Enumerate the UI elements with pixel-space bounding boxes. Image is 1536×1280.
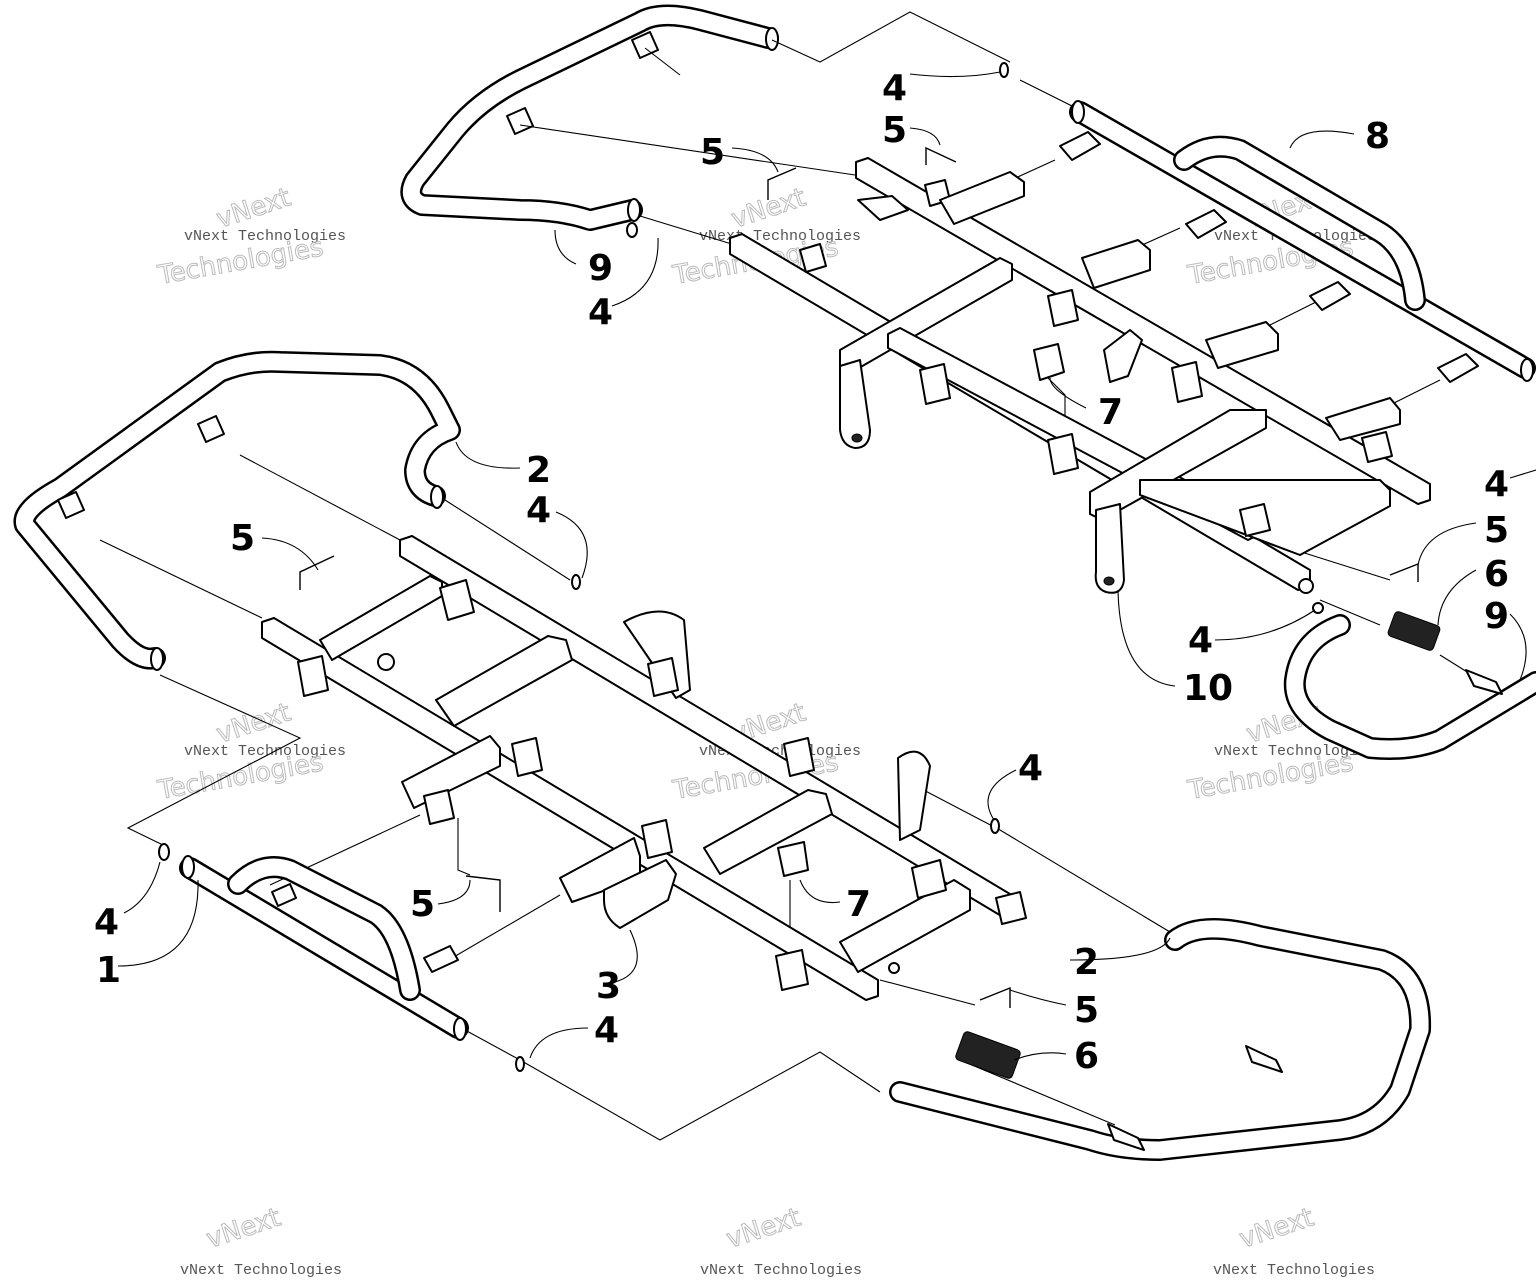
part-number-label: 5: [700, 132, 725, 173]
part-number-label: 5: [882, 110, 907, 151]
part-number-label: 5: [1484, 510, 1509, 551]
footrest-bar-lower: [889, 917, 1432, 1161]
leader-lines-lower: [117, 441, 1171, 1061]
lower-frame: [261, 535, 1027, 1001]
watermark-brand: vNext: [1236, 1203, 1318, 1255]
watermark-tile: vNext vNext Technologies Technologies: [1185, 697, 1377, 806]
watermark-brand: vNext: [203, 1203, 285, 1255]
part-number-label: 8: [1365, 116, 1390, 157]
watermark-company: vNext Technologies: [184, 228, 346, 245]
part-number-label: 1: [96, 950, 121, 991]
part-number-label: 4: [594, 1010, 619, 1051]
watermark-tile: vNext vNext Technologies Technologies: [155, 182, 347, 291]
part-number-label: 7: [1098, 392, 1123, 433]
watermark-brand: vNext: [723, 1203, 805, 1255]
part-number-label: 9: [588, 248, 613, 289]
small-parts-lower: [158, 555, 1011, 1072]
rear-bumper-upper: [1059, 100, 1536, 383]
part-labels-lower: 2 4 5 4 7 4 1 5 3 2 4 5 6: [94, 450, 1099, 1077]
lower-rack-assembly: 2 4 5 4 7 4 1 5 3 2 4 5 6: [13, 350, 1432, 1161]
upper-frame: [729, 157, 1431, 594]
part-number-label: 4: [94, 902, 119, 943]
front-bumper-upper: [400, 4, 779, 231]
part-number-label: 4: [588, 292, 613, 333]
part-number-label: 2: [526, 450, 551, 491]
front-bumper-lower: [13, 350, 461, 671]
explode-lines-upper: [519, 11, 1481, 681]
part-number-label: 9: [1484, 596, 1509, 637]
part-number-label: 4: [526, 490, 551, 531]
part-number-label: 3: [596, 966, 621, 1007]
watermark-brand: vNext: [213, 698, 295, 750]
part-labels-upper: 4 5 5 8 9 4 7 4 5 6 9 4 10: [588, 68, 1509, 709]
part-number-label: 4: [1018, 748, 1043, 789]
part-number-label: 5: [1074, 990, 1099, 1031]
watermark-company: vNext Technologies: [184, 743, 346, 760]
part-number-label: 4: [1188, 620, 1213, 661]
leader-lines-upper: [554, 71, 1536, 687]
part-number-label: 10: [1183, 668, 1233, 709]
watermark-company: vNext Technologies: [700, 1262, 862, 1279]
watermark-tile: vNext vNext Technologies: [700, 1202, 862, 1279]
watermark-tile: vNext vNext Technologies Technologies: [155, 697, 347, 806]
watermark-tile: vNext vNext Technologies: [180, 1202, 342, 1279]
part-number-label: 6: [1484, 554, 1509, 595]
part-number-label: 4: [1484, 464, 1509, 505]
watermark-company: vNext Technologies: [1214, 743, 1376, 760]
watermark-brand: vNext: [213, 183, 295, 235]
part-number-label: 5: [410, 884, 435, 925]
part-number-label: 5: [230, 518, 255, 559]
upper-rack-assembly: 4 5 5 8 9 4 7 4 5 6 9 4 10: [400, 4, 1536, 760]
watermark-company: vNext Technologies: [180, 1262, 342, 1279]
footrest-bar-upper: [1283, 602, 1536, 760]
explode-lines-lower: [99, 454, 1171, 1141]
watermark-company: vNext Technologies: [1213, 1262, 1375, 1279]
rear-bumper-lower: [179, 855, 469, 1041]
watermark-tile: vNext vNext Technologies: [1213, 1202, 1375, 1279]
part-number-label: 2: [1074, 942, 1099, 983]
part-number-label: 7: [846, 884, 871, 925]
part-number-label: 6: [1074, 1036, 1099, 1077]
part-number-label: 4: [882, 68, 907, 109]
